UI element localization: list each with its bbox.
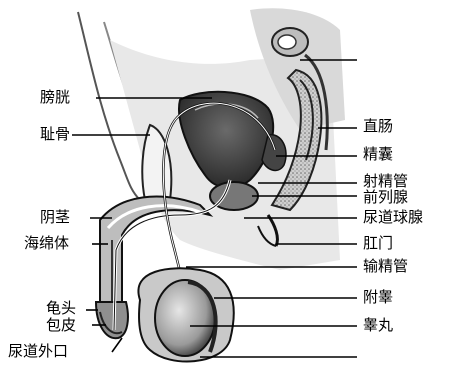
label-ejaculatory-duct: 射精管 [363,174,408,189]
label-foreskin: 包皮 [46,318,76,333]
label-anus: 肛门 [363,236,393,251]
scrotum-shape [138,268,233,361]
label-glans: 龟头 [46,301,76,316]
glans-shape [96,302,128,338]
label-epididymis: 附睾 [363,290,393,305]
label-rectum: 直肠 [363,119,393,134]
label-bulbourethral-gland: 尿道球腺 [363,210,423,225]
label-vas-deferens: 输精管 [363,259,408,274]
label-urethral-meatus: 尿道外口 [8,344,68,359]
label-prostate: 前列腺 [363,190,408,205]
label-corpus-cavernosum: 海绵体 [24,236,69,251]
label-seminal-vesicle: 精囊 [363,147,393,162]
label-testis: 睾丸 [363,318,393,333]
label-penis: 阴茎 [40,210,70,225]
label-bladder: 膀胱 [40,90,70,105]
leader-urethral-meatus [112,338,122,352]
label-pubic-bone: 耻骨 [40,127,70,142]
